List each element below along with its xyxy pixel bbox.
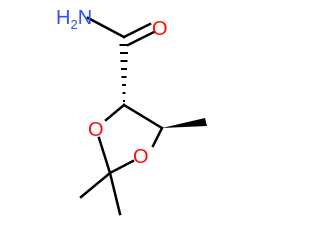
- ring-oxygen-right-label: O: [133, 146, 149, 168]
- amide-nitrogen-label: H2N: [56, 7, 92, 32]
- hydrogen-count-subscript: 2: [70, 17, 77, 32]
- carbonyl-oxygen-label: O: [152, 18, 168, 40]
- bond-c2-methyl-left: [79, 171, 112, 199]
- bond-c4-c5: [122, 103, 164, 130]
- bond-c-nh2: [86, 16, 126, 39]
- structure-svg: H2N O O O: [56, 7, 207, 216]
- hashed-wedge-bond: [119, 44, 129, 102]
- hydrogen-label: H: [56, 7, 70, 29]
- bond-o1-c5: [151, 126, 164, 148]
- bond-c2-methyl-down: [108, 171, 122, 216]
- bond-c-o-double-2: [126, 30, 156, 47]
- bond-o3-c2: [97, 136, 112, 175]
- solid-wedge-bond: [162, 118, 207, 128]
- bond-c-o-double-1: [122, 22, 152, 39]
- bond-c4-o3: [104, 103, 126, 122]
- molecule-diagram: H2N O O O: [56, 7, 207, 216]
- nitrogen-label: N: [78, 7, 92, 29]
- bond-c2-o1: [108, 159, 135, 175]
- ring-oxygen-left-label: O: [88, 119, 104, 141]
